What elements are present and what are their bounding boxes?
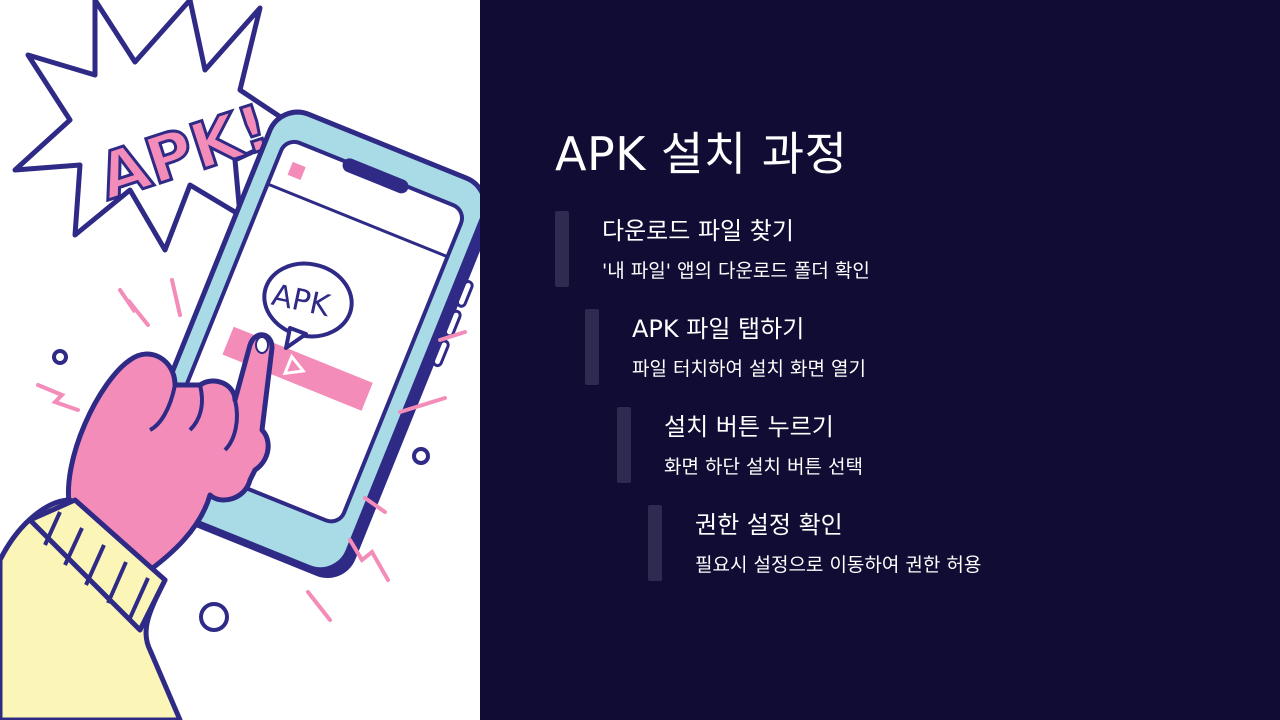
step-title: APK 파일 탭하기 [632,315,805,343]
illustration-panel: APK! APK [0,0,480,720]
step-description: 필요시 설정으로 이동하여 권한 허용 [695,554,982,576]
step-title: 권한 설정 확인 [695,511,843,539]
step-marker [585,309,599,385]
decorative-circles [52,349,430,632]
apk-speech-bubble: APK [262,261,354,350]
step-marker [617,407,631,483]
decorative-sparks [36,278,467,622]
step-description: 화면 하단 설치 버튼 선택 [664,456,863,478]
phone-hand-illustration: APK! APK [0,0,480,720]
step-marker [555,211,569,287]
content-panel: APK 설치 과정 다운로드 파일 찾기 '내 파일' 앱의 다운로드 폴더 확… [480,0,1280,720]
starburst-shape [12,0,303,253]
step-title: 설치 버튼 누르기 [664,413,834,441]
step-description: '내 파일' 앱의 다운로드 폴더 확인 [602,260,870,282]
step-description: 파일 터치하여 설치 화면 열기 [632,358,866,380]
step-marker [648,505,662,581]
sleeve [0,497,183,720]
step-title: 다운로드 파일 찾기 [602,217,794,245]
hand [66,332,275,573]
page-title: APK 설치 과정 [555,127,848,181]
